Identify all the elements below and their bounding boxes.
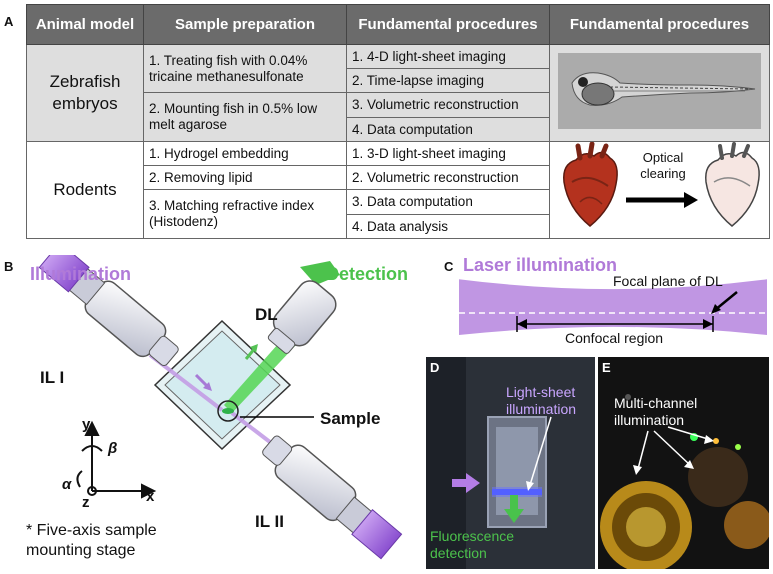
panel-d-photo	[426, 357, 595, 569]
lightsheet-label: Light-sheet illumination	[506, 384, 577, 417]
panel-e-photo	[598, 357, 772, 573]
sample-label: Sample	[320, 409, 381, 428]
proc-rodents-1: 1. 3-D light-sheet imaging	[346, 141, 550, 166]
panel-letter-b: B	[4, 259, 14, 274]
il2-objective	[262, 435, 403, 560]
axis-x-label: x	[146, 488, 155, 505]
focal-plane-label: Focal plane of DL	[613, 273, 723, 289]
proc-zebrafish-4: 4. Data computation	[346, 117, 550, 142]
header-animal-model: Animal model	[26, 4, 144, 45]
laser-profile-diagram	[459, 279, 767, 335]
axis-y-label: y	[82, 416, 91, 433]
prep-zebrafish-1: 1. Treating fish with 0.04% tricaine met…	[143, 44, 347, 93]
proc-zebrafish-2: 2. Time-lapse imaging	[346, 68, 550, 93]
detection-label: Detection	[326, 264, 409, 284]
model-rodents: Rodents	[26, 141, 144, 239]
heart-opaque-icon	[563, 141, 618, 227]
proc-rodents-3: 3. Data computation	[346, 189, 550, 215]
proc-zebrafish-3: 3. Volumetric reconstruction	[346, 92, 550, 118]
prep-rodents-1: 1. Hydrogel embedding	[143, 141, 347, 166]
il1-objective	[38, 255, 179, 367]
fluorescence-label: Fluorescence detection	[430, 528, 515, 561]
laser-illumination-title: Laser illumination	[463, 255, 618, 275]
zebrafish-image-cell	[549, 44, 770, 142]
heart-clearing-cell: Optical clearing	[549, 141, 770, 239]
prep-rodents-3: 3. Matching refractive index (Histodenz)	[143, 189, 347, 239]
axis-z-label: z	[82, 494, 90, 511]
model-zebrafish: Zebrafish embryos	[26, 44, 144, 142]
sample-chamber	[153, 319, 292, 451]
panel-letter-e: E	[602, 360, 611, 375]
prep-zebrafish-2: 2. Mounting fish in 0.5% low melt agaros…	[143, 92, 347, 142]
il1-label: IL I	[40, 368, 65, 387]
header-sample-preparation: Sample preparation	[143, 4, 347, 45]
microscope-setup-diagram	[38, 255, 403, 560]
zebrafish-image	[558, 53, 761, 129]
confocal-region-label: Confocal region	[565, 330, 664, 346]
dl-objective	[267, 280, 337, 354]
panel-e-arrows	[633, 426, 714, 475]
dl-label: DL	[255, 305, 278, 324]
stage-note: * Five-axis sample mounting stage	[26, 522, 157, 559]
header-fundamental-procedures: Fundamental procedures	[346, 4, 550, 45]
beta-label: β	[108, 440, 118, 457]
procedures-table: Animal model Sample preparation Fundamen…	[26, 4, 770, 239]
header-fundamental-procedures-image: Fundamental procedures	[549, 4, 770, 45]
axes-icon	[76, 420, 157, 499]
proc-zebrafish-1: 1. 4-D light-sheet imaging	[346, 44, 550, 69]
panel-letter-c: C	[444, 259, 454, 274]
proc-rodents-2: 2. Volumetric reconstruction	[346, 165, 550, 190]
prep-rodents-2: 2. Removing lipid	[143, 165, 347, 190]
illumination-label: Illumination	[30, 264, 131, 284]
proc-rodents-4: 4. Data analysis	[346, 214, 550, 239]
optical-clearing-label: Optical clearing	[640, 150, 686, 181]
heart-cleared-icon	[705, 142, 760, 227]
heart-clearing-diagram	[563, 141, 760, 227]
alpha-label: α	[62, 476, 72, 493]
panel-letter-a: A	[4, 14, 14, 29]
il2-label: IL II	[255, 512, 284, 531]
table-header-row: Animal model Sample preparation Fundamen…	[26, 4, 770, 45]
sample-marker	[217, 400, 239, 422]
panel-letter-d: D	[430, 360, 440, 375]
panel-d-arrows	[452, 416, 552, 523]
multichannel-label: Multi-channel illumination	[614, 395, 698, 428]
